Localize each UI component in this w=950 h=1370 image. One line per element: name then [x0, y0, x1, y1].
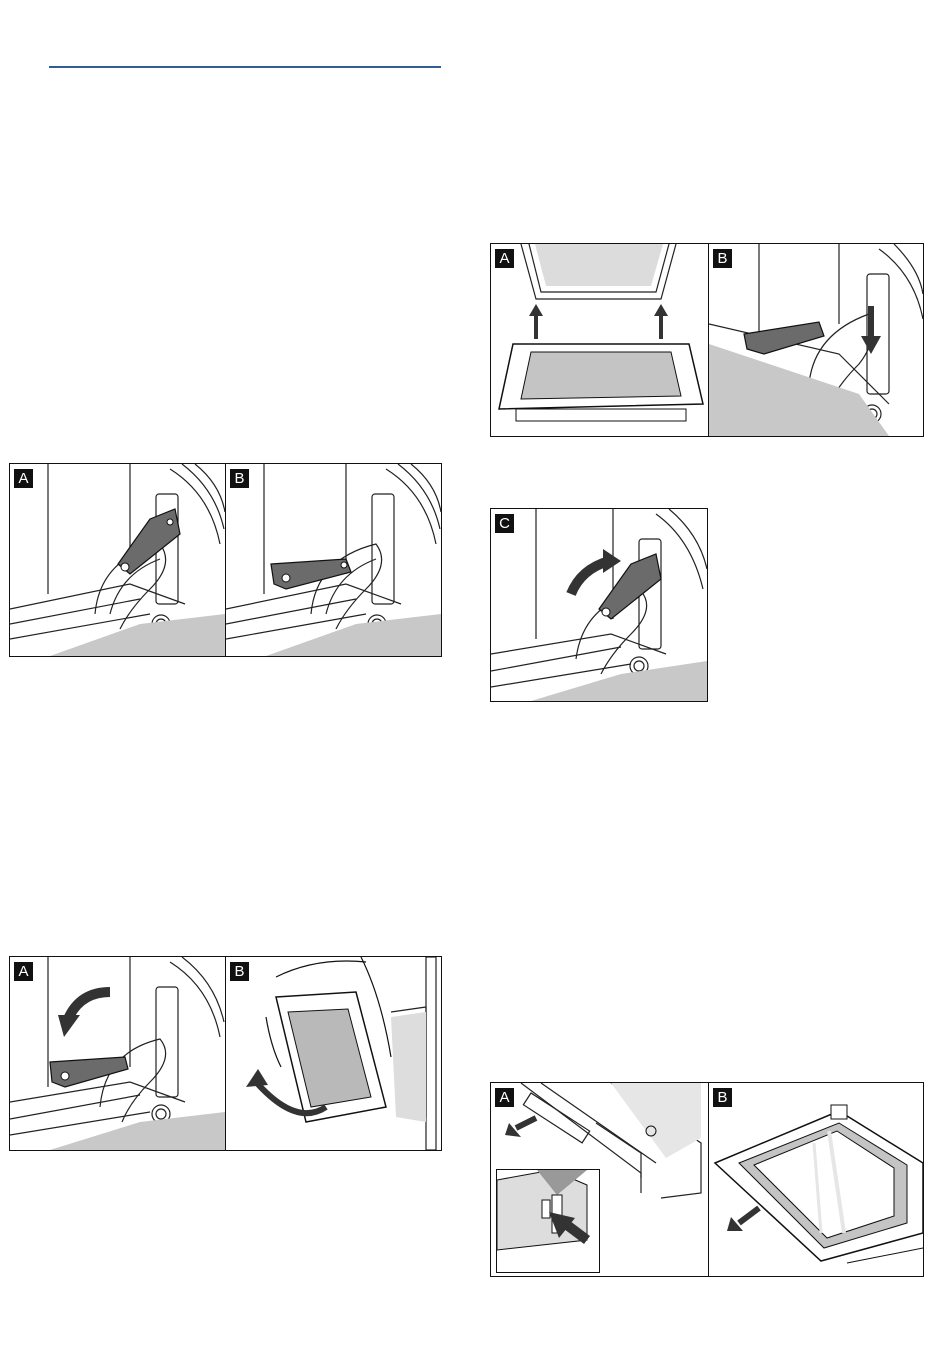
clip-detail-illustration	[497, 1170, 599, 1272]
figure-label: C	[495, 514, 514, 533]
panel-panel-remove-b: B	[709, 1083, 923, 1276]
figure-label: A	[495, 1088, 514, 1107]
panel-panel-remove-a: A	[491, 1083, 708, 1276]
figure-label: B	[713, 249, 732, 268]
panel-door-remove-b: B	[226, 957, 441, 1150]
figure-door-refit: A B	[490, 243, 924, 437]
figure-panel-remove: A B	[490, 1082, 924, 1277]
panel-door-remove-a: A	[10, 957, 225, 1150]
panel-hinge-lock-b: B	[226, 464, 441, 656]
figure-hinge-close: C	[490, 508, 708, 702]
figure-hinge-lock: A B	[9, 463, 442, 657]
door-onto-hinges-illustration	[491, 244, 708, 436]
panel-hinge-close-c: C	[491, 509, 707, 701]
lift-door-illustration	[226, 957, 441, 1150]
slide-out-glass-illustration	[709, 1083, 923, 1276]
hinge-lever-up-illustration	[491, 509, 707, 701]
figure-label: B	[230, 962, 249, 981]
figure-label: A	[14, 469, 33, 488]
hinge-closed-illustration	[10, 464, 225, 656]
hinge-engage-illustration	[709, 244, 923, 436]
panel-door-refit-a: A	[491, 244, 708, 436]
panel-hinge-lock-a: A	[10, 464, 225, 656]
hinge-lever-down-illustration	[10, 957, 225, 1150]
figure-door-remove: A B	[9, 956, 442, 1151]
figure-label: B	[230, 469, 249, 488]
figure-label: B	[713, 1088, 732, 1107]
hinge-open-illustration	[226, 464, 441, 656]
panel-door-refit-b: B	[709, 244, 923, 436]
figure-label: A	[14, 962, 33, 981]
header-rule	[49, 66, 441, 68]
clip-detail-inset	[496, 1169, 600, 1273]
figure-label: A	[495, 249, 514, 268]
